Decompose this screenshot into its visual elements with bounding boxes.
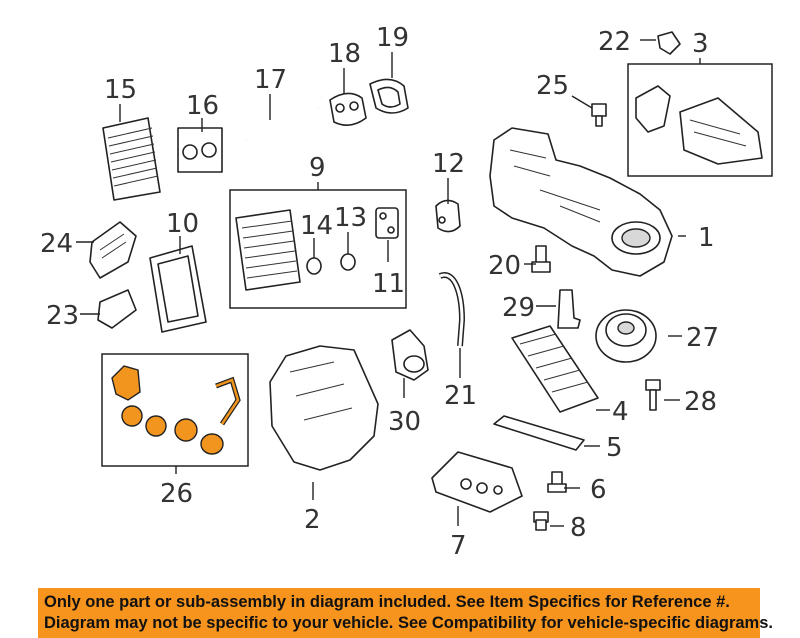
part-19-gasket (369, 78, 409, 114)
part-25-bolt (591, 103, 607, 127)
callout-19: 19 (376, 23, 409, 53)
part-2-lower-housing (269, 345, 379, 471)
part-24-control-module (89, 221, 137, 279)
callout-21: 21 (444, 381, 477, 411)
callout-17: 17 (254, 65, 287, 95)
parts-diagram: 1 2 3 4 5 6 7 8 9 10 11 12 13 14 15 16 1… (40, 23, 773, 561)
callout-28: 28 (684, 387, 717, 417)
part-9-evaporator (235, 209, 301, 291)
part-27-blower-motor (595, 309, 657, 363)
callout-24: 24 (40, 229, 73, 259)
callout-4: 4 (612, 397, 629, 427)
callout-8: 8 (570, 513, 587, 543)
callout-20: 20 (488, 251, 521, 281)
part-3-door-assembly (635, 85, 763, 165)
callout-10: 10 (166, 209, 199, 239)
callout-30: 30 (388, 407, 421, 437)
callout-25: 25 (536, 71, 569, 101)
part-22-sensor (657, 31, 681, 55)
part-28-bolt (645, 379, 661, 411)
notice-line-1: Only one part or sub-assembly in diagram… (44, 593, 730, 611)
part-15-heater-core (102, 117, 161, 201)
callout-3: 3 (692, 29, 709, 59)
callout-1: 1 (698, 223, 715, 253)
part-10-filter-frame (149, 245, 207, 333)
callout-18: 18 (328, 39, 361, 69)
group-box-26 (101, 353, 249, 467)
callout-15: 15 (104, 75, 137, 105)
callout-11: 11 (372, 269, 405, 299)
part-7-tray (431, 451, 523, 513)
part-21-hose (438, 272, 466, 347)
part-30-actuator (391, 329, 429, 381)
callout-27: 27 (686, 323, 719, 353)
callout-16: 16 (186, 91, 219, 121)
callout-13: 13 (334, 203, 367, 233)
part-8-bolt (533, 511, 549, 531)
callout-6: 6 (590, 475, 607, 505)
part-17-heater-pipes (238, 96, 323, 151)
callout-12: 12 (432, 149, 465, 179)
part-4-cabin-filter (511, 325, 599, 413)
part-26-actuator-kit-highlighted (111, 365, 241, 455)
notice-line-2: Diagram may not be specific to your vehi… (44, 614, 773, 632)
callout-29: 29 (502, 293, 535, 323)
part-20-screw (531, 245, 551, 273)
callout-22: 22 (598, 27, 631, 57)
notice-banner: Only one part or sub-assembly in diagram… (38, 588, 773, 638)
callout-2: 2 (304, 505, 321, 535)
part-18-seal (329, 92, 367, 126)
part-11-expansion-valve (375, 207, 399, 239)
part-6-screw (547, 471, 567, 493)
part-29-bracket (557, 289, 581, 329)
callout-14: 14 (300, 211, 333, 241)
leader-lines (76, 39, 701, 527)
part-23-bracket (97, 289, 137, 329)
callout-9: 9 (309, 153, 326, 183)
callout-7: 7 (450, 531, 467, 561)
part-12-sensor (435, 199, 461, 233)
part-14-o-ring (306, 257, 322, 275)
callout-5: 5 (606, 433, 623, 463)
part-16-grommets (177, 127, 223, 173)
callout-23: 23 (46, 301, 79, 331)
part-1-hvac-housing (489, 127, 673, 277)
callout-26: 26 (160, 479, 193, 509)
part-5-cover (493, 415, 585, 451)
part-13-o-ring (340, 253, 356, 271)
